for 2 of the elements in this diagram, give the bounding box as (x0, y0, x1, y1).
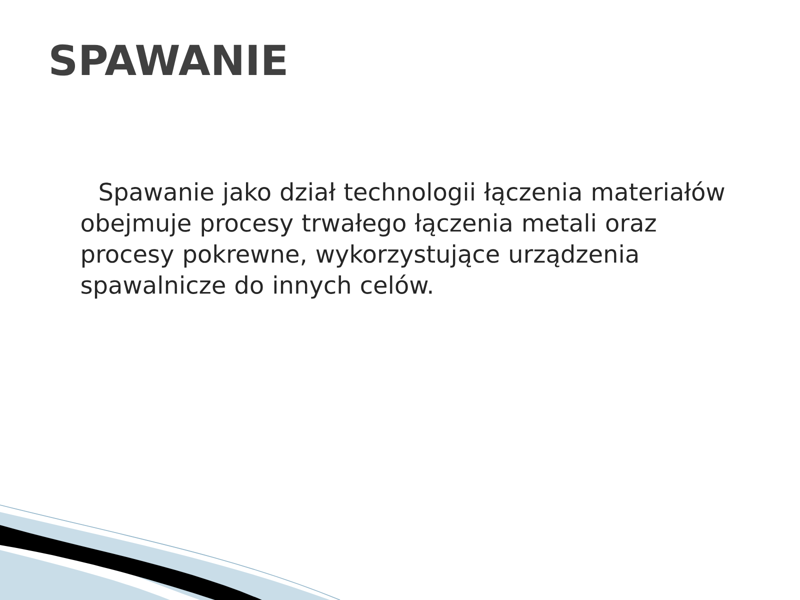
slide-title: SPAWANIE (51, 44, 286, 76)
body-paragraph: Spawanie jako dział technologii łączenia materiałów obejmuje procesy trwałego łączenia metali oraz procesy pokrewne, wykorzystujące urządzenia spawalnicze do innych celów. (82, 181, 724, 299)
